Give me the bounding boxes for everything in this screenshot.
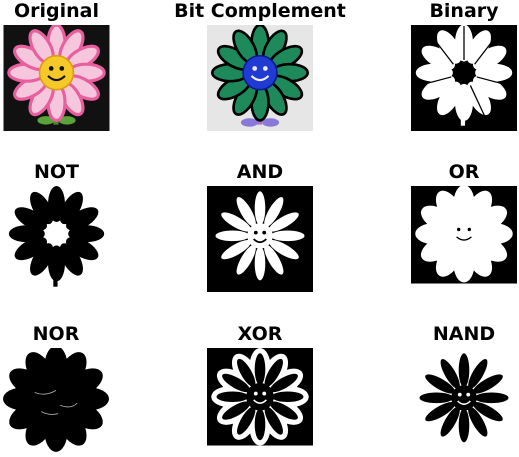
nor-flower-image bbox=[3, 348, 109, 454]
not-flower-image bbox=[3, 186, 110, 292]
panel-title: Original bbox=[13, 0, 99, 22]
panel-title: XOR bbox=[237, 323, 283, 345]
or-flower-image bbox=[411, 186, 517, 292]
bit-complement-flower-image bbox=[207, 25, 313, 131]
xor-flower-image bbox=[207, 348, 313, 454]
panel-title: Binary bbox=[429, 0, 499, 22]
panel-title: OR bbox=[448, 161, 480, 183]
panel-title: Bit Complement bbox=[174, 0, 346, 22]
panel-title: AND bbox=[236, 161, 284, 183]
panel-nor: NOR bbox=[3, 323, 109, 454]
panel-title: NOT bbox=[33, 161, 79, 183]
panel-xor: XOR bbox=[207, 323, 313, 454]
and-flower-image bbox=[207, 186, 313, 292]
original-flower-image bbox=[3, 25, 110, 131]
panel-and: AND bbox=[207, 161, 313, 292]
panel-binary: Binary bbox=[411, 0, 517, 131]
panel-bit-complement: Bit Complement bbox=[174, 0, 346, 131]
panel-nand: NAND bbox=[411, 323, 517, 454]
binary-flower-image bbox=[411, 25, 517, 131]
panel-title: NOR bbox=[32, 323, 80, 345]
nand-flower-image bbox=[411, 348, 517, 454]
panel-title: NAND bbox=[432, 323, 496, 345]
panel-original: Original bbox=[3, 0, 110, 131]
panel-or: OR bbox=[411, 161, 517, 292]
panel-not: NOT bbox=[3, 161, 110, 292]
